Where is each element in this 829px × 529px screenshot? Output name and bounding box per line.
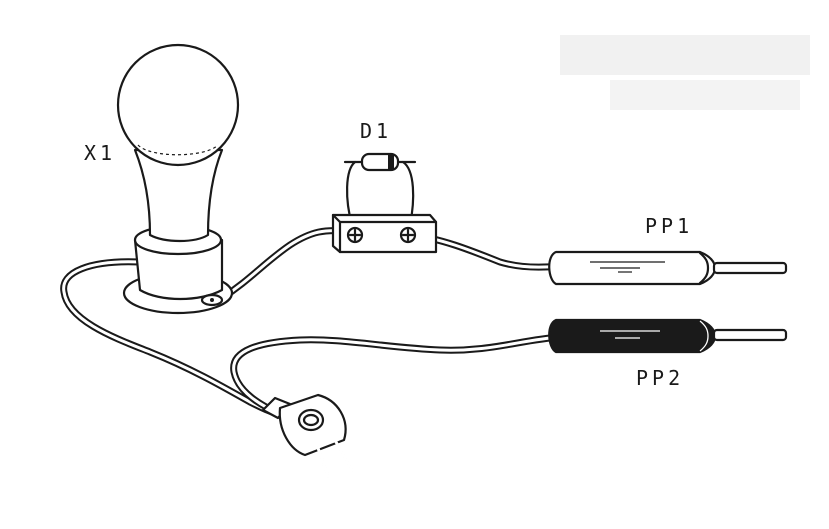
label-pp1: PP1 <box>645 214 693 238</box>
lamp-x1 <box>116 43 240 315</box>
wire-pp2-to-plug <box>230 333 564 419</box>
wire-lamp-to-diode <box>218 227 356 302</box>
wire-lamp-to-plug <box>60 258 284 418</box>
label-pp2: PP2 <box>636 366 684 390</box>
probe-pp2 <box>548 318 788 354</box>
probe-pp1 <box>548 250 788 286</box>
label-x1: X1 <box>84 141 116 165</box>
power-plug <box>261 393 354 478</box>
terminal-block <box>331 213 438 254</box>
diode-d1 <box>343 152 417 227</box>
background-noise <box>560 35 810 110</box>
label-d1: D1 <box>360 119 392 143</box>
